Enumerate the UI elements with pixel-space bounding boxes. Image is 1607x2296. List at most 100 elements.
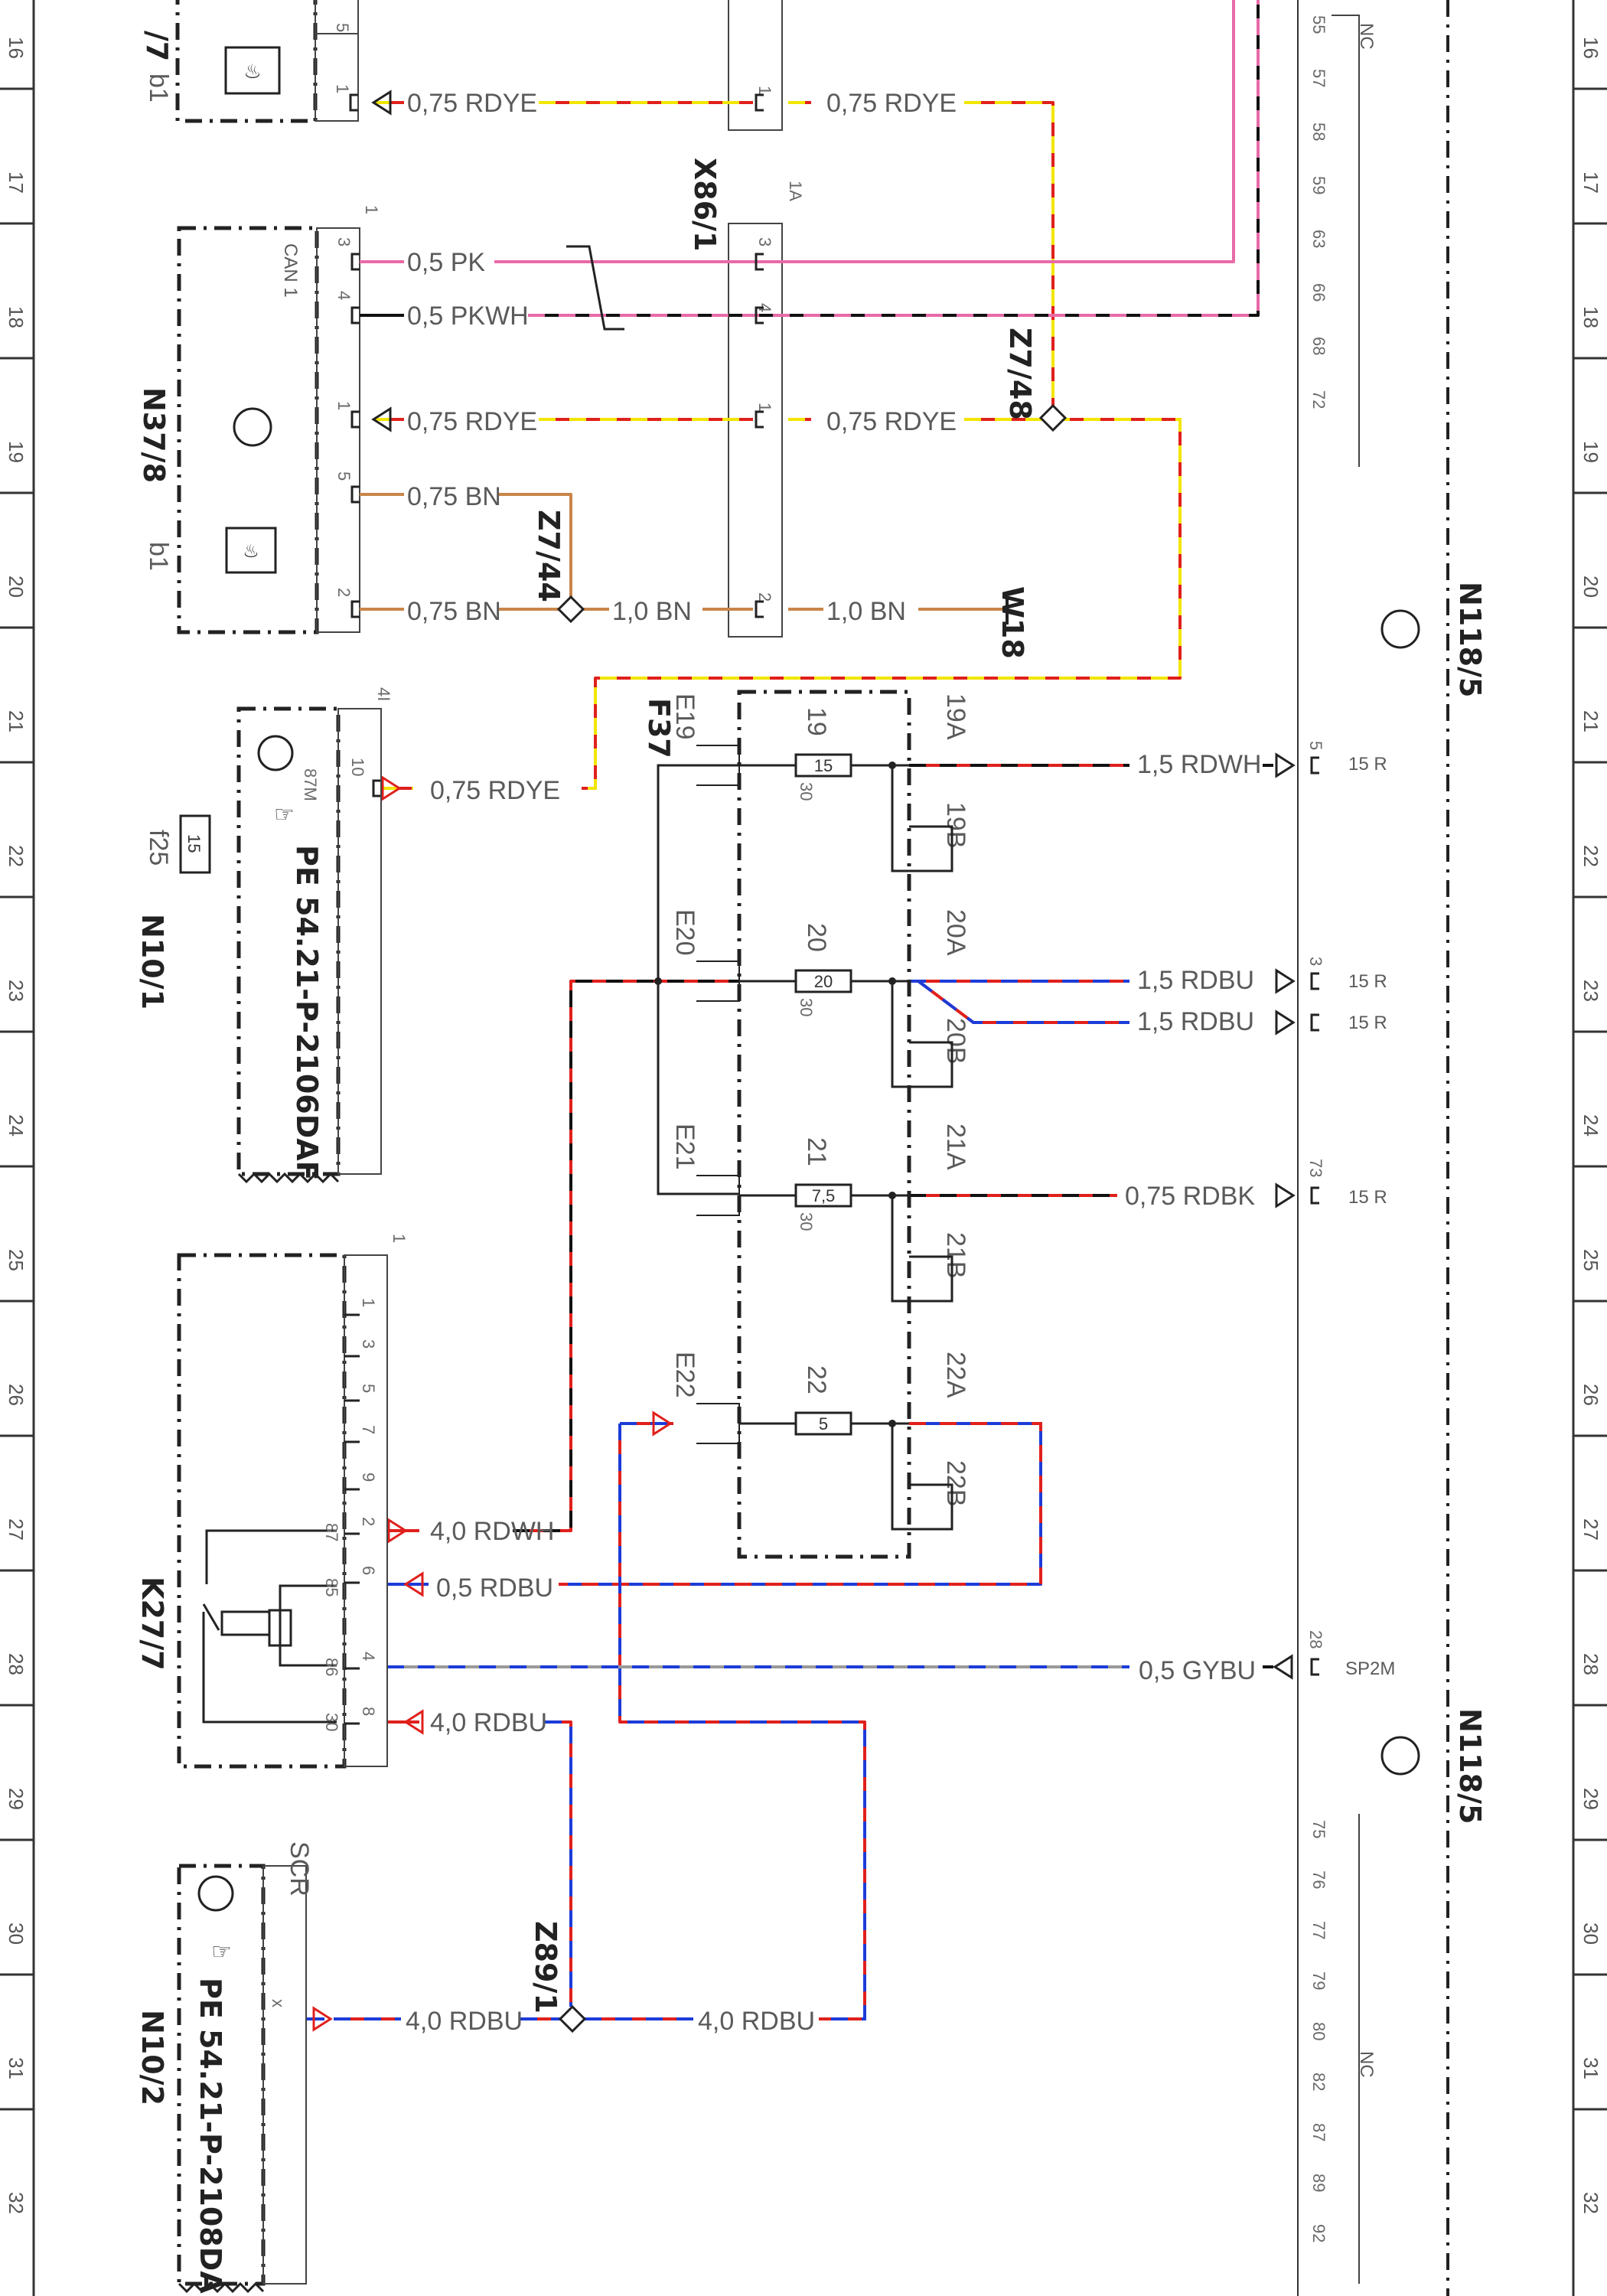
z89-1-ref: Z89/1 [529,1921,562,2014]
z7-44-ref: Z7/44 [532,510,566,602]
n118-5-ref-b: N118/5 [1453,1708,1487,1824]
k27-pin: 6 [359,1566,378,1575]
connector-arrow [371,90,392,116]
fuse-bridge [891,981,953,1088]
n118-pin-28: 28 [1306,1630,1325,1649]
grid-number: 26 [1579,1384,1602,1406]
n118-pin-73: 73 [1306,1159,1325,1177]
n118-pin-list-item: 72 [1309,390,1328,409]
wire-label: 0,5 GYBU [1139,1656,1256,1685]
fuse-number: 19 [802,707,831,736]
x86-1-connector: X86/1 1A 1 3 4 1 2 [688,0,805,638]
wire [513,980,739,1532]
grid-number: 25 [1579,1249,1602,1271]
x86-1-pin-top: 1A [786,181,805,201]
fuse-bridge [891,765,953,872]
junction-dot [654,977,662,985]
n118-pin-list-item: 57 [1309,69,1328,87]
fuse-output-b: 22B [941,1460,970,1507]
x86-pin: 4 [755,303,774,312]
wire-label: 0,5 PKWH [407,302,529,331]
grid-number: 24 [5,1114,28,1137]
wire [497,493,572,597]
pointing-hand-icon: ☞ [274,802,295,827]
wire-label: 0,75 RDBK [1125,1182,1255,1211]
w18-ref: W18 [996,586,1029,659]
wire-label: 1,0 BN [612,597,692,626]
x86-pin: 3 [755,237,774,246]
wire-label: 1,5 RDBU [1137,966,1254,995]
fuse-number: 21 [802,1137,831,1166]
n118-pin-list-item: 89 [1309,2174,1328,2192]
wire-label: 4,0 RDBU [698,2007,815,2036]
n10-1-fuse-value: 15 [184,834,204,853]
wire-label: 4,0 RDBU [430,1708,547,1737]
fuse-input-label: E21 [670,1124,699,1170]
n10-2-component: ☞ PE 54.21-P-2108DAD N10/2 SCR x [135,1841,314,2296]
fuse-socket [696,1403,740,1444]
fuse-value: 20 [814,972,833,991]
grid-number: 30 [5,1923,28,1945]
grid-number: 22 [5,845,28,867]
top-pin-5: 5 [333,23,352,32]
fuse-sub: 30 [797,998,816,1016]
grid-number: 18 [1579,306,1602,328]
splice-z7-48 [1038,403,1068,432]
k27-7-pin-top: 1 [390,1234,409,1243]
fuse-value: 15 [814,756,833,775]
grid-number: 19 [5,441,28,463]
wire [964,101,1054,418]
fuse-sub: 30 [797,1212,816,1231]
n118-pin-list-item: 58 [1309,122,1328,141]
n37-pin: 4 [334,291,354,300]
pin-socket [1310,1186,1319,1205]
wire-stripe [528,0,1260,317]
n118-15r: 15 R [1348,971,1387,992]
break-zigzag [237,1172,340,1184]
wire-label: 0,5 PK [407,248,485,277]
grid-number: 32 [5,2192,28,2214]
break-zigzag [178,2281,265,2294]
n118-pin-list-item: 82 [1309,2073,1328,2091]
k27-7-relay: 1 K27/7 [135,1234,409,1769]
n37-8-sub: b1 [144,542,173,571]
pin-socket [350,306,360,325]
n37-8-can-label: CAN 1 [280,243,301,298]
connector-arrow [312,2006,333,2032]
fuse-output-a: 22A [941,1352,970,1398]
wire-label: 0,75 RDYE [826,89,957,118]
wire-label: 1,5 RDWH [1137,750,1261,779]
transistor-icon [233,407,272,447]
grid-number: 18 [5,306,28,328]
fuse-socket [696,960,740,1002]
x86-pin: 2 [755,592,774,602]
junction-dot [888,762,896,769]
n37-pin: 3 [334,237,354,246]
grid-number: 20 [5,576,28,598]
pin-socket [755,600,764,618]
fuse-output-b: 19B [941,802,970,849]
grid-number: 17 [1579,171,1602,194]
n118-pin-5: 5 [1306,741,1325,750]
wire-stripe [582,418,1182,790]
n118-pin-list-item: 77 [1309,1921,1328,1939]
fuse-output-a: 19A [941,693,970,740]
fuse-bridge [891,1424,953,1531]
grid-number: 20 [1579,576,1602,598]
n10-1-pin-10: 10 [348,758,367,776]
splice-z7-44 [556,595,585,624]
wire [494,0,1235,263]
grid-number: 22 [1579,845,1602,867]
wire [528,0,1260,317]
k27-pin: 87 [322,1523,341,1541]
grid-number: 26 [5,1384,28,1406]
n118-pin-list-item: 68 [1309,337,1328,355]
k27-pin: 8 [359,1707,378,1716]
fuse-element [794,1183,852,1208]
x86-1-ref: X86/1 [688,158,722,252]
n10-1-ref: N10/1 [135,914,169,1009]
pointing-hand-icon: ☞ [211,1939,232,1965]
wires [306,0,1319,2032]
